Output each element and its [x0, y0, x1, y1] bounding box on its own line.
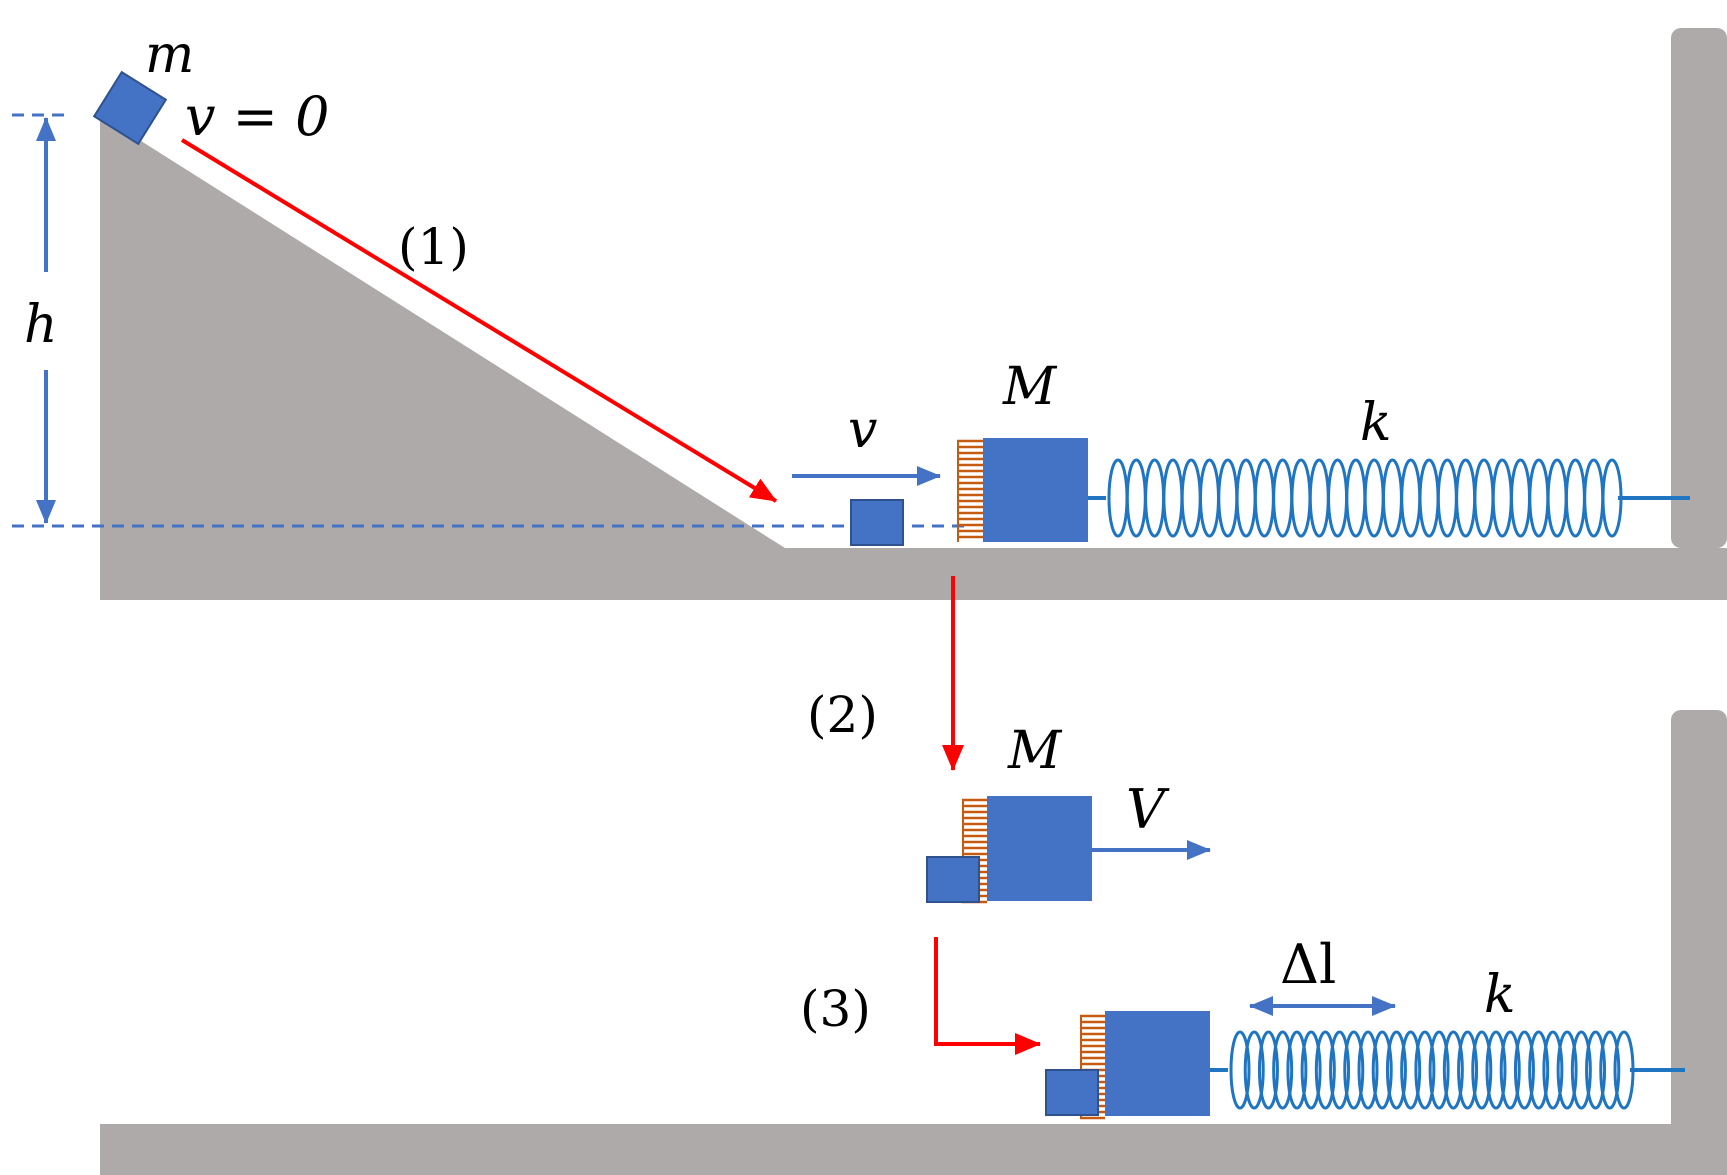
- label-k-top: k: [1360, 393, 1392, 453]
- spring-coil: [1414, 1030, 1436, 1110]
- spring-coil: [1363, 458, 1385, 538]
- spring-coil: [1253, 458, 1275, 538]
- label-step2: (2): [807, 686, 878, 744]
- spring-coil: [1272, 1030, 1294, 1110]
- spring-coil: [1583, 458, 1605, 538]
- spring-coil: [1371, 1030, 1393, 1110]
- label-m: m: [145, 25, 194, 85]
- spring-coil: [1471, 1030, 1493, 1110]
- spring-coil: [1385, 1030, 1407, 1110]
- spring-coil: [1455, 458, 1477, 538]
- spring-coil: [1513, 1030, 1535, 1110]
- spring-coil: [1436, 458, 1458, 538]
- label-v: v: [848, 400, 877, 460]
- spring-coil: [1290, 458, 1312, 538]
- spring-coil: [1442, 1030, 1464, 1110]
- spring-coil: [1144, 458, 1166, 538]
- spring-bottom: [1210, 1030, 1685, 1110]
- middle-scene: M V: [926, 721, 1211, 904]
- spring-coil: [1229, 1030, 1251, 1110]
- spring-coil: [1599, 1030, 1621, 1110]
- spring-coil: [1217, 458, 1239, 538]
- spring-coil: [1125, 458, 1147, 538]
- spring-coil: [1329, 1030, 1351, 1110]
- top-scene: m v = 0 h (1) v M k: [12, 25, 1727, 600]
- spring-coil: [1162, 458, 1184, 538]
- velcro-top: [957, 439, 983, 542]
- spring-coil: [1418, 458, 1440, 538]
- spring-coil: [1314, 1030, 1336, 1110]
- small-block-bottom: [1045, 1069, 1099, 1116]
- small-block-mid: [926, 856, 980, 903]
- spring-coil: [1272, 458, 1294, 538]
- label-k-bottom: k: [1484, 965, 1516, 1025]
- big-block-m-top: [983, 438, 1088, 542]
- spring-top: [1088, 458, 1690, 538]
- bottom-floor: [100, 1124, 1727, 1175]
- spring-coil: [1542, 1030, 1564, 1110]
- spring-coil: [1546, 458, 1568, 538]
- label-h: h: [24, 295, 58, 355]
- spring-coil: [1457, 1030, 1479, 1110]
- spring-coil: [1286, 1030, 1308, 1110]
- spring-coil: [1198, 458, 1220, 538]
- spring-coil: [1528, 1030, 1550, 1110]
- big-block-m-mid: [987, 796, 1092, 901]
- spring-coil: [1510, 458, 1532, 538]
- spring-coil: [1327, 458, 1349, 538]
- small-block-floor: [850, 499, 904, 546]
- spring-coil: [1564, 458, 1586, 538]
- spring-coil: [1107, 458, 1129, 538]
- step3-arrow: [934, 937, 1041, 1055]
- bottom-scene: Δl k: [100, 710, 1727, 1175]
- small-block-m: [92, 70, 168, 146]
- spring-coil: [1235, 458, 1257, 538]
- spring-coil: [1528, 458, 1550, 538]
- spring-coil: [1556, 1030, 1578, 1110]
- spring-coil: [1308, 458, 1330, 538]
- label-step3: (3): [800, 980, 871, 1038]
- spring-coil: [1400, 458, 1422, 538]
- spring-coil: [1491, 458, 1513, 538]
- spring-coil: [1257, 1030, 1279, 1110]
- label-v-zero: v = 0: [185, 85, 329, 148]
- spring-coil: [1585, 1030, 1607, 1110]
- spring-coil: [1243, 1030, 1265, 1110]
- label-step1: (1): [398, 218, 469, 276]
- spring-coil: [1180, 458, 1202, 538]
- label-M-mid: M: [1007, 721, 1063, 781]
- slide-arrow: [180, 138, 778, 503]
- spring-coil: [1357, 1030, 1379, 1110]
- label-M-top: M: [1002, 357, 1058, 417]
- spring-coil: [1300, 1030, 1322, 1110]
- label-delta-l: Δl: [1280, 933, 1336, 996]
- spring-coil: [1473, 458, 1495, 538]
- spring-coil: [1485, 1030, 1507, 1110]
- incline-ramp: [100, 115, 1727, 600]
- spring-coil: [1381, 458, 1403, 538]
- label-V: V: [1126, 778, 1170, 841]
- spring-coil: [1345, 458, 1367, 538]
- top-wall: [1671, 28, 1727, 548]
- spring-coil: [1400, 1030, 1422, 1110]
- spring-coil: [1343, 1030, 1365, 1110]
- spring-coil: [1428, 1030, 1450, 1110]
- spring-coil: [1570, 1030, 1592, 1110]
- bottom-wall: [1671, 710, 1727, 1150]
- spring-coil: [1499, 1030, 1521, 1110]
- big-block-m-bottom: [1105, 1011, 1210, 1116]
